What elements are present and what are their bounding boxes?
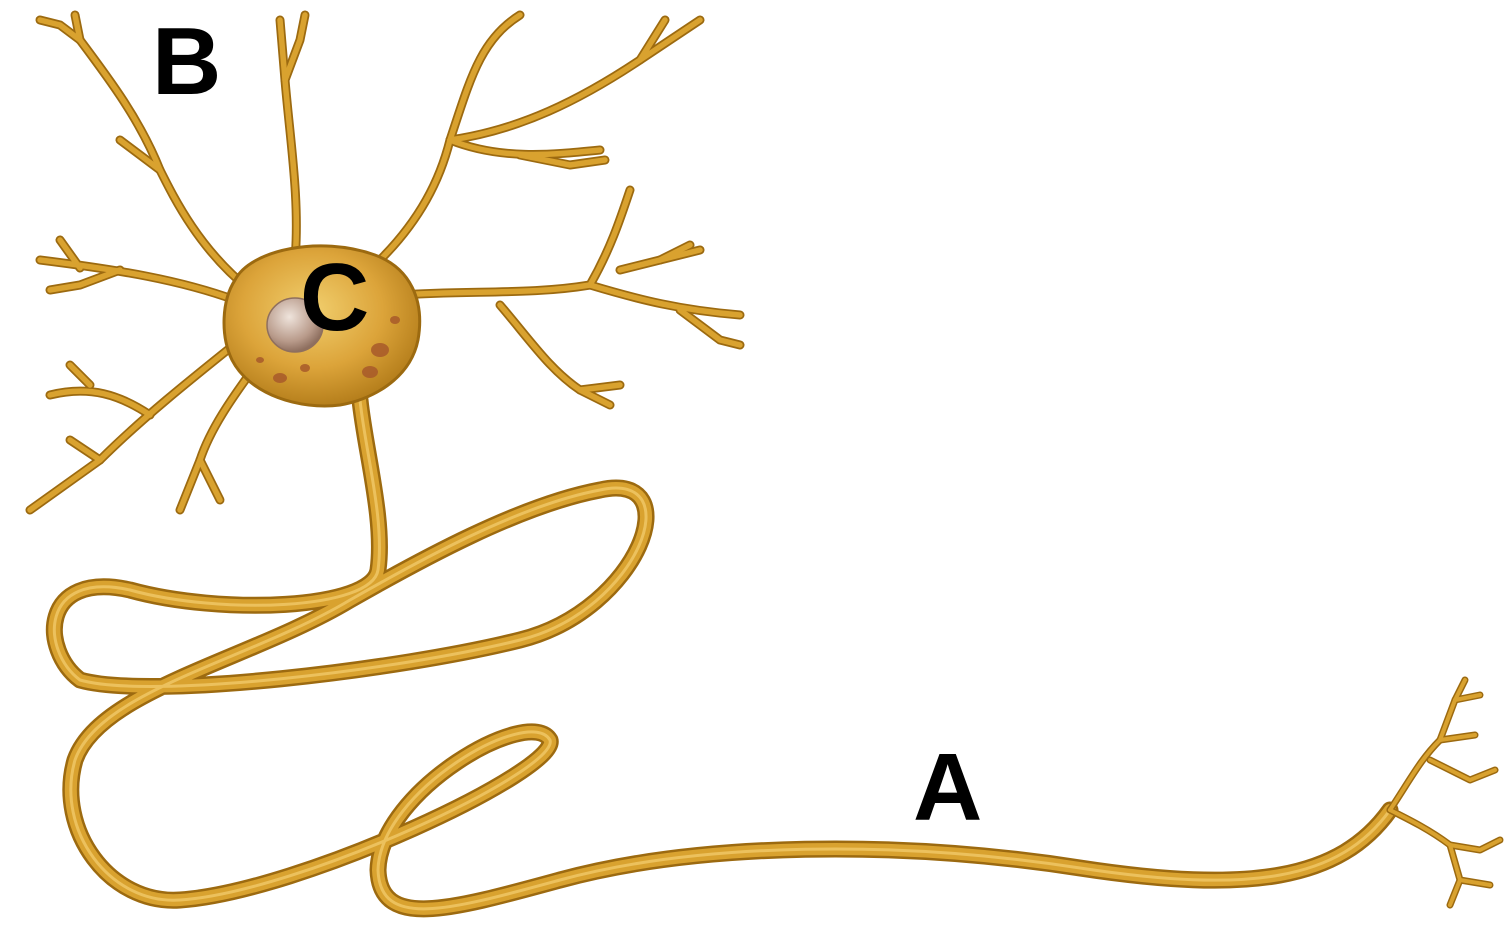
label-a: A [913,740,982,836]
label-c: C [300,250,369,346]
label-b: B [152,14,221,110]
axon [54,400,1390,909]
axon-terminals [1390,680,1500,905]
